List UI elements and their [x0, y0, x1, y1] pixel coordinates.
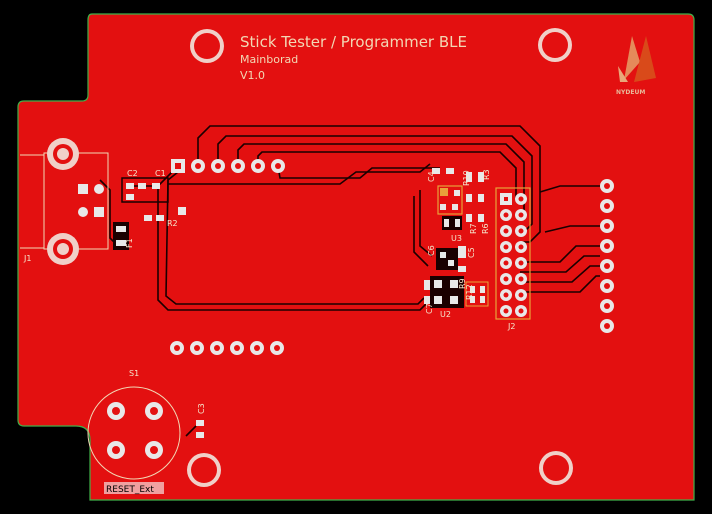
label-f1: F1 [125, 238, 134, 248]
label-r10: R10 [462, 170, 471, 186]
label-r3: R3 [482, 169, 491, 180]
logo-text: NYDEUM [616, 89, 645, 96]
header-right-column [600, 179, 614, 333]
label-u3: U3 [451, 234, 462, 243]
j2-header [495, 187, 531, 320]
label-c1: C1 [155, 169, 166, 178]
label-j1: J1 [23, 254, 31, 263]
board-subtitle: Mainborad [240, 53, 298, 66]
nydeum-logo-icon [618, 36, 656, 82]
s1-reset-switch [87, 386, 204, 480]
label-r9: R9 [458, 278, 467, 289]
label-r2: R2 [167, 219, 178, 228]
reset-label: RESET_Ext [106, 485, 154, 495]
label-r7: R7 [469, 223, 478, 234]
mounting-hole-top-left [190, 29, 224, 63]
u3-chip [432, 168, 484, 230]
power-components [113, 177, 186, 250]
j1-connector [20, 138, 109, 265]
reset-label-box [104, 482, 164, 494]
label-c3: C3 [197, 403, 206, 414]
header-bottom-row [170, 341, 284, 355]
u2-chip [424, 246, 489, 308]
mounting-hole-top-right [538, 28, 572, 62]
label-c7: C7 [425, 303, 434, 314]
label-j2: J2 [507, 322, 515, 331]
board-outline [17, 13, 695, 501]
mounting-hole-bottom-right [539, 451, 573, 485]
label-c2: C2 [127, 169, 138, 178]
label-c5: C5 [467, 247, 476, 258]
label-r12: R12 [465, 284, 474, 300]
label-u2: U2 [440, 310, 451, 319]
board-version: V1.0 [240, 69, 265, 82]
label-r6: R6 [481, 223, 490, 234]
header-top-row [171, 159, 285, 173]
label-c4: C4 [427, 171, 436, 182]
board-title: Stick Tester / Programmer BLE [240, 33, 467, 51]
label-s1: S1 [129, 369, 139, 378]
label-c6: C6 [427, 245, 436, 256]
mounting-hole-bottom-left [187, 453, 221, 487]
